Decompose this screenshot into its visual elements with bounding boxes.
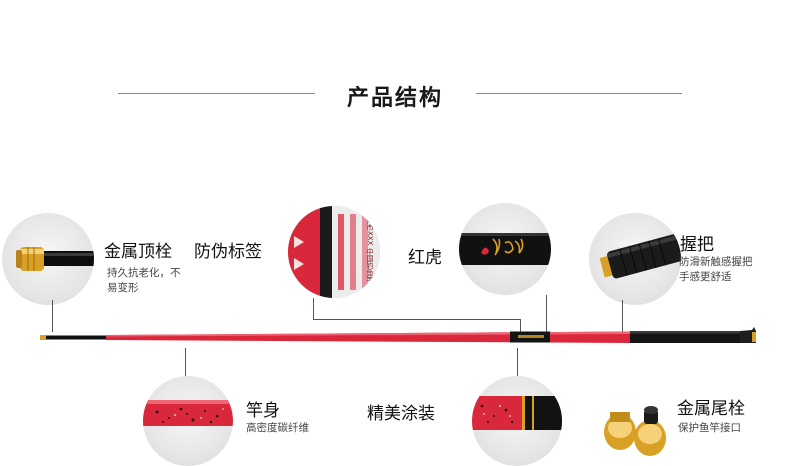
rod-body-title: 竿身	[246, 401, 280, 421]
metal-top-plug-circle	[2, 213, 94, 305]
label-text-line1: 广州市XXX	[366, 210, 374, 246]
rod-body-desc: 高密度碳纤维	[246, 422, 309, 434]
fishing-rod-image	[40, 327, 756, 343]
fine-coating-image	[472, 396, 562, 430]
red-tiger-title: 红虎	[408, 248, 442, 268]
callout-coating	[517, 348, 518, 390]
metal-top-plug-desc-line2: 易变形	[107, 282, 139, 294]
rod-body-circle	[143, 376, 233, 466]
anti-fake-label-text: 广州市XXX 中国钓鱼竿	[336, 210, 376, 294]
label-text-line2: 中国钓鱼竿	[366, 247, 374, 283]
section-title: 产品结构	[346, 85, 443, 111]
metal-top-plug-desc-line1: 持久抗老化，不	[107, 267, 181, 279]
title-divider-right	[476, 93, 682, 94]
metal-tail-plug-image-wrap	[598, 392, 678, 462]
callout-handle	[622, 300, 623, 332]
handle-image	[599, 232, 681, 279]
handle-desc: 防滑新触感握把 手感更舒适	[679, 255, 753, 285]
red-tiger-circle	[459, 203, 551, 295]
red-tiger-image	[459, 233, 551, 265]
handle-circle	[589, 213, 681, 305]
callout-label-a	[313, 298, 314, 320]
title-divider-left	[118, 93, 315, 94]
anti-fake-label-title: 防伪标签	[194, 242, 262, 262]
fine-coating-title: 精美涂装	[367, 404, 435, 424]
metal-top-plug-desc: 持久抗老化，不 易变形	[107, 266, 181, 296]
handle-title: 握把	[680, 235, 714, 255]
callout-label-c	[520, 319, 521, 335]
metal-top-plug-image	[16, 247, 94, 271]
callout-top-plug	[52, 300, 53, 332]
fine-coating-circle	[472, 376, 562, 466]
anti-fake-label-circle: 广州市XXX 中国钓鱼竿	[288, 206, 380, 298]
metal-tail-plug-image	[604, 406, 666, 456]
anti-fake-label-image	[288, 206, 380, 298]
fishing-rod	[40, 322, 760, 352]
metal-tail-plug-desc: 保护鱼竿接口	[678, 422, 741, 434]
handle-desc-line2: 手感更舒适	[679, 271, 732, 283]
callout-red-tiger	[546, 295, 547, 332]
callout-label-b	[313, 319, 520, 320]
metal-top-plug-title: 金属顶栓	[104, 242, 172, 262]
handle-desc-line1: 防滑新触感握把	[679, 256, 753, 268]
rod-body-image	[143, 400, 233, 426]
metal-tail-plug-title: 金属尾栓	[677, 399, 745, 419]
callout-rod-body	[185, 348, 186, 388]
